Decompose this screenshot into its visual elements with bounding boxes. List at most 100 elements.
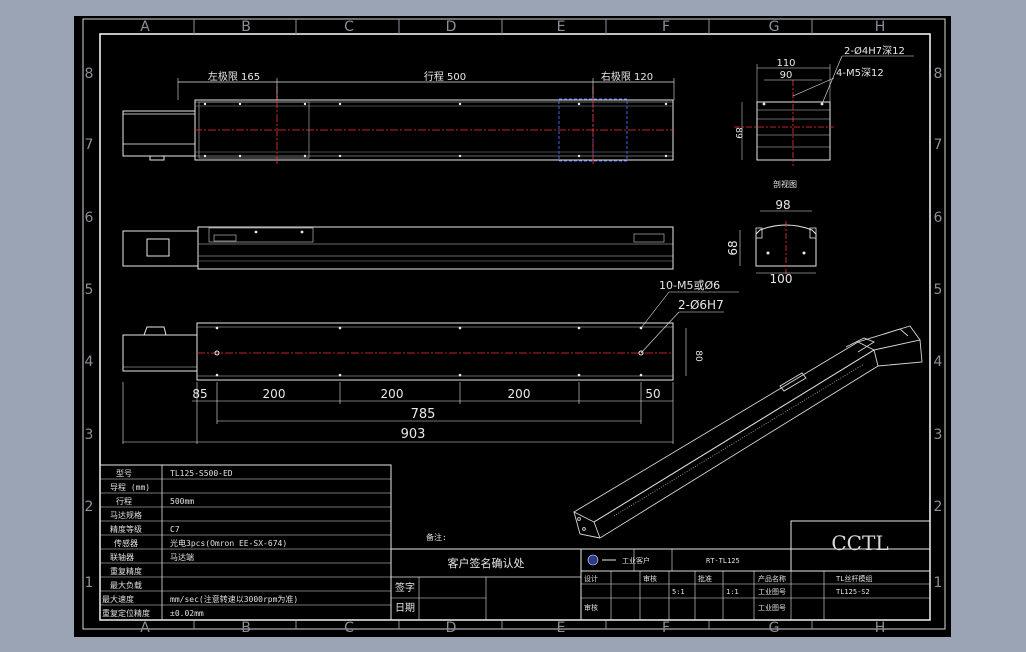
cad-drawing: A B C D E F G H A B C D E F G H 8 7 6 5 … [82, 18, 946, 636]
spec-value-precision: C7 [170, 525, 180, 534]
tb-r1-c7: 产品名称 [758, 574, 786, 583]
outer-frame [82, 18, 946, 630]
top-view: 左极限 165 行程 500 右极限 120 [122, 70, 675, 166]
grid-col-g-bottom: G [769, 620, 780, 636]
tb-r1-c3: 审核 [643, 574, 657, 583]
dim-right-limit: 右极限 120 [601, 70, 653, 83]
spec-label-repeat-pos: 重复定位精度 [102, 608, 150, 618]
spec-value-coupling: 马达端 [170, 552, 194, 562]
dim-89: 89 [733, 127, 743, 139]
spec-label-model: 型号 [116, 469, 132, 478]
spec-value-stroke: 500mm [170, 497, 194, 506]
section-label: 剖视图 [773, 179, 797, 189]
dim-80: 80 [693, 350, 703, 362]
spec-table: 型号 TL125-S500-ED 导程 (mm) 行程 500mm 马达规格 精… [99, 464, 392, 621]
grid-col-f-bottom: F [662, 620, 670, 636]
grid-col-d: D [446, 19, 457, 35]
grid-col-a-bottom: A [140, 620, 150, 636]
spec-label-sensor: 传感器 [114, 538, 138, 548]
spec-value-speed: mm/sec(注意转速以3000rpm为准) [170, 594, 298, 604]
bottom-view: 10-M5或Ø6 2-Ø6H7 80 85 200 200 200 50 785… [122, 279, 739, 444]
spec-label-repeat: 重复精度 [110, 566, 142, 576]
spec-label-coupling: 联轴器 [110, 552, 134, 562]
grid-row-3: 3 [85, 427, 94, 443]
dim-68: 68 [726, 240, 740, 255]
tb-r1-c1: 设计 [584, 574, 598, 583]
dim-100: 100 [770, 272, 793, 286]
grid-row-4: 4 [85, 354, 94, 370]
grid-col-g: G [769, 19, 780, 35]
grid-col-a: A [140, 19, 150, 35]
callout-thread: 4-M5深12 [836, 67, 884, 79]
sign-label: 签字 [395, 581, 415, 594]
callout-dowel: 2-Ø4H7深12 [844, 45, 905, 57]
tb-r3-c1: 审核 [584, 603, 598, 612]
spec-label-motor: 马达规格 [110, 510, 142, 520]
company-label: 工业客户 [622, 556, 650, 565]
grid-row-6: 6 [85, 210, 94, 226]
tb-r2-c7: 工业图号 [758, 587, 786, 596]
dim-200-first: 200 [263, 387, 286, 401]
grid-row-2-right: 2 [934, 499, 943, 515]
isometric-view [573, 325, 923, 539]
spec-value-sensor: 光电3pcs(Omron EE-SX-674) [170, 538, 287, 548]
tb-r2-c6: 1:1 [726, 588, 739, 596]
drawing-number: RT-TL125 [706, 557, 740, 565]
dim-200-third: 200 [508, 387, 531, 401]
spec-value-model: TL125-S500-ED [170, 469, 233, 478]
dim-785: 785 [411, 407, 436, 422]
grid-col-b: B [241, 19, 251, 35]
spec-label-lead: 导程 (mm) [110, 483, 150, 492]
callout-holes-h7: 2-Ø6H7 [678, 298, 724, 312]
dim-stroke: 行程 500 [424, 70, 466, 83]
dim-left-limit: 左极限 165 [208, 70, 260, 83]
grid-col-e-bottom: E [557, 620, 566, 636]
grid-row-8: 8 [85, 66, 94, 82]
grid-col-c: C [344, 19, 354, 35]
company-logo-icon [587, 554, 599, 566]
tb-r3-c7: 工业图号 [758, 603, 786, 612]
spec-label-stroke: 行程 [116, 496, 132, 506]
grid-col-b-bottom: B [241, 620, 251, 636]
grid-row-1-right: 1 [934, 575, 943, 591]
tb-r1-c5: 批准 [698, 574, 712, 583]
customer-confirm-label: 客户签名确认处 [448, 556, 525, 570]
section-view: 剖视图 98 68 100 [726, 179, 817, 286]
grid-row-7: 7 [85, 137, 94, 153]
grid-row-3-right: 3 [934, 427, 943, 443]
grid-row-2: 2 [85, 499, 94, 515]
grid-col-d-bottom: D [446, 620, 457, 636]
tb-r2-c4: 5:1 [672, 588, 685, 596]
dim-85: 85 [192, 387, 207, 401]
end-view: 110 90 89 2-Ø4H7深12 4-M5深12 [733, 45, 914, 166]
customer-block: 备注: 客户签名确认处 签字 日期 [390, 532, 582, 621]
grid-col-c-bottom: C [344, 620, 354, 636]
dim-200-second: 200 [381, 387, 404, 401]
dim-50: 50 [645, 387, 660, 401]
tb-r2-c8: TL125-S2 [836, 588, 870, 596]
remark-label: 备注: [426, 532, 447, 542]
grid-row-8-right: 8 [934, 66, 943, 82]
grid-col-e: E [557, 19, 566, 35]
side-view [122, 226, 674, 270]
spec-value-repeat-pos: ±0.02mm [170, 609, 204, 618]
callout-holes-m5: 10-M5或Ø6 [659, 279, 720, 292]
title-block: 工业客户 RT-TL125 CCTL 设计 审核 批准 产品名称 TL丝杆模组 … [580, 520, 931, 621]
spec-label-speed: 最大速度 [102, 594, 134, 604]
grid-row-7-right: 7 [934, 137, 943, 153]
grid-col-h-bottom: H [875, 620, 886, 636]
dim-90: 90 [780, 70, 793, 81]
dim-903: 903 [401, 427, 426, 442]
drawing-sheet: A B C D E F G H A B C D E F G H 8 7 6 5 … [74, 16, 951, 637]
grid-row-6-right: 6 [934, 210, 943, 226]
grid-row-1: 1 [85, 575, 94, 591]
cctl-logo: CCTL [831, 531, 888, 555]
grid-col-h: H [875, 19, 886, 35]
spec-label-precision: 精度等级 [110, 524, 142, 534]
grid-col-f: F [662, 19, 670, 35]
tb-r1-c8: TL丝杆模组 [836, 574, 872, 583]
grid-row-5: 5 [85, 282, 94, 298]
spec-label-load: 最大负载 [110, 580, 142, 590]
date-label: 日期 [395, 602, 415, 614]
dim-110: 110 [776, 58, 795, 69]
